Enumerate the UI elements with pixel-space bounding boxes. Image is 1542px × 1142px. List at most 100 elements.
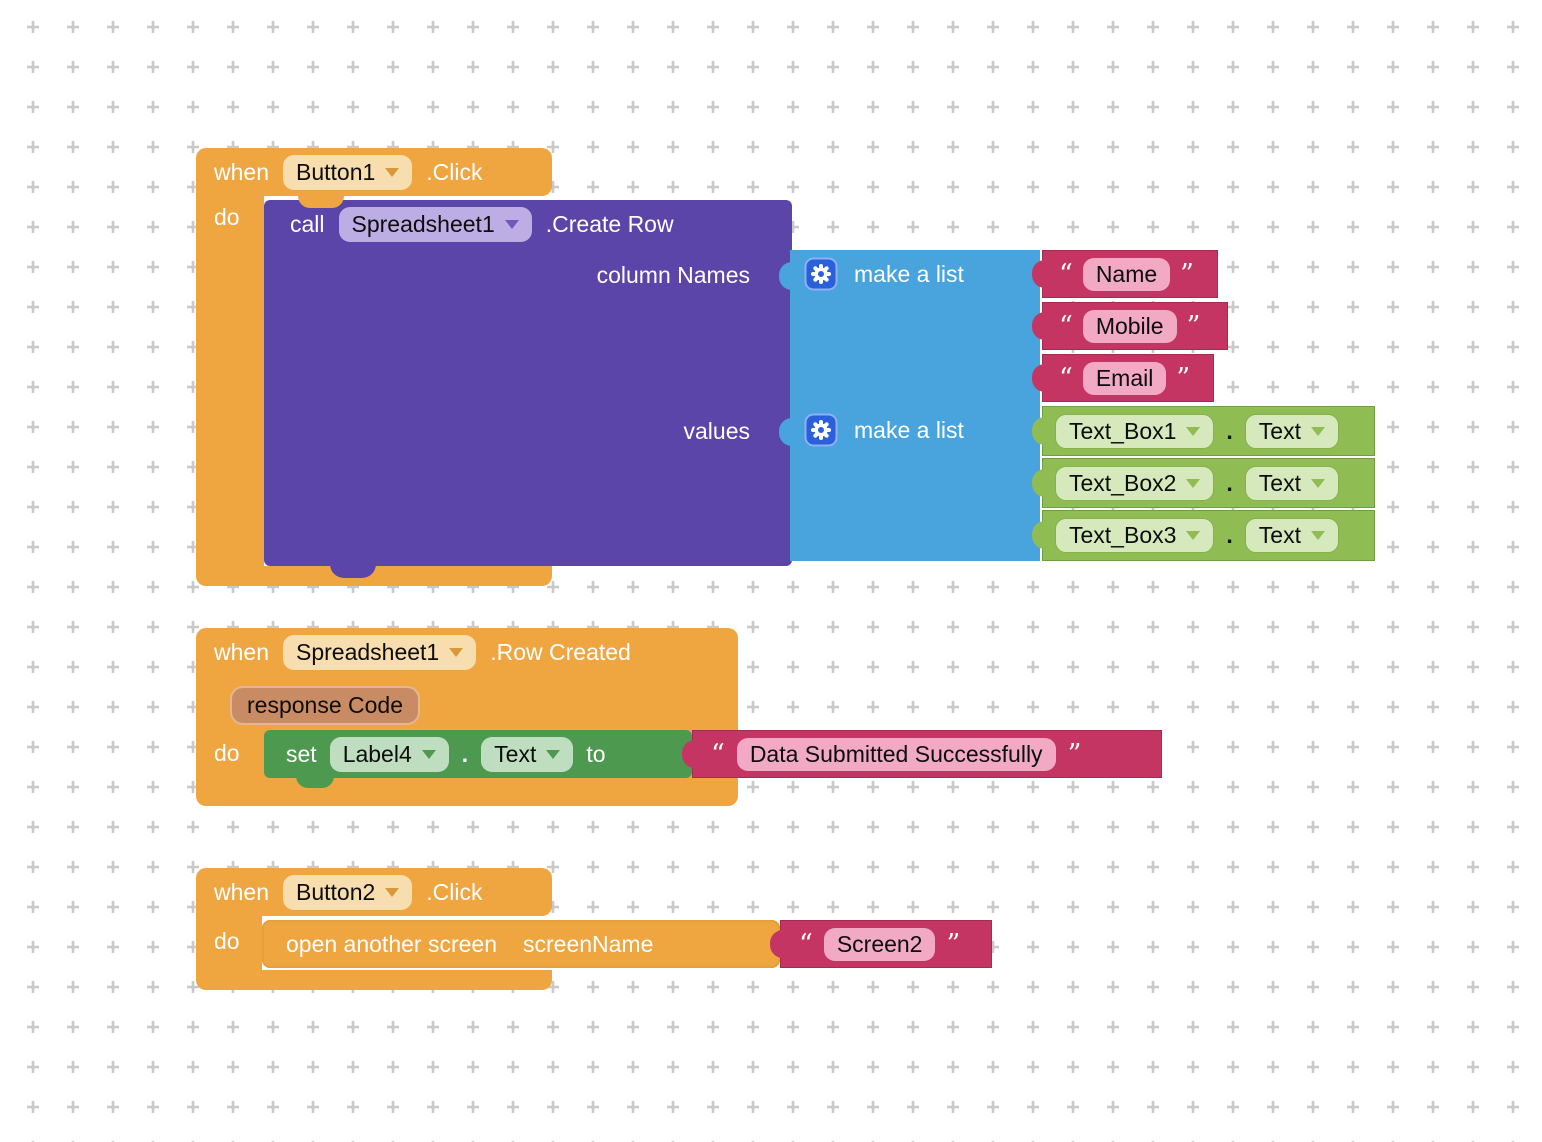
text-string-block-screen2[interactable]: “ Screen2 ”	[770, 920, 992, 968]
value-plug	[770, 930, 783, 958]
text-string-value: Data Submitted Successfully	[749, 740, 1043, 767]
when-label: when	[214, 158, 269, 185]
component-dropdown-label4[interactable]: Label4	[329, 736, 449, 772]
when-spreadsheet1-block-bottom	[196, 788, 738, 806]
getter-block-textbox1-text[interactable]: Text_Box1 . Text	[1032, 406, 1375, 456]
make-a-list-values-block[interactable]: make a list	[779, 406, 1040, 561]
open-quote: “	[1059, 258, 1073, 290]
component-dropdown-value: Spreadsheet1	[295, 638, 440, 665]
when-button2-do-slot: do	[196, 916, 262, 972]
open-another-screen-block[interactable]: open another screen screenName	[262, 920, 780, 968]
make-a-list-label: make a list	[854, 260, 964, 287]
dropdown-arrow-icon	[1186, 426, 1201, 436]
call-spreadsheet1-createrow-block[interactable]: call Spreadsheet1 .Create Row column Nam…	[264, 200, 792, 566]
text-string-value: Name	[1095, 260, 1158, 287]
getter-block-textbox2-text[interactable]: Text_Box2 . Text	[1032, 458, 1375, 508]
when-button1-do-slot: do	[196, 196, 264, 566]
property-dropdown-value: Text	[1258, 522, 1301, 548]
dropdown-arrow-icon	[1186, 478, 1201, 488]
property-dropdown-text[interactable]: Text	[1244, 518, 1339, 553]
text-string-field[interactable]: Screen2	[823, 927, 936, 961]
text-string-block-mobile[interactable]: “ Mobile ”	[1032, 302, 1228, 350]
value-plug	[1032, 521, 1045, 549]
text-string-block-name[interactable]: “ Name ”	[1032, 250, 1218, 298]
open-quote: “	[711, 738, 725, 770]
arg-label-values: values	[683, 418, 750, 444]
when-label: when	[214, 638, 269, 665]
set-label4-text-block[interactable]: set Label4 . Text to	[264, 730, 692, 778]
component-dropdown-textbox3[interactable]: Text_Box3	[1055, 518, 1215, 553]
mutator-gear-icon[interactable]	[804, 257, 838, 291]
dot-separator: .	[1226, 469, 1233, 496]
statement-connector-notch	[298, 196, 344, 208]
make-a-list-columns-block[interactable]: make a list	[779, 250, 1040, 406]
text-string-block-data-submitted[interactable]: “ Data Submitted Successfully ”	[682, 730, 1162, 778]
component-dropdown-spreadsheet1[interactable]: Spreadsheet1	[338, 206, 532, 242]
when-button2-click-block[interactable]: when Button2 .Click	[196, 868, 552, 916]
property-dropdown-text[interactable]: Text	[1244, 465, 1339, 501]
text-string-field[interactable]: Email	[1082, 361, 1167, 395]
statement-connector-notch	[330, 564, 376, 578]
event-param-response-code[interactable]: response Code	[230, 686, 420, 725]
dropdown-arrow-icon	[1310, 531, 1325, 540]
dropdown-arrow-icon	[504, 219, 519, 229]
property-dropdown-text[interactable]: Text	[481, 736, 574, 772]
when-button2-block-bottom	[196, 970, 552, 990]
statement-connector-notch	[296, 776, 334, 788]
do-label: do	[214, 928, 240, 954]
value-plug	[779, 262, 792, 290]
make-a-list-label: make a list	[854, 416, 964, 443]
component-dropdown-textbox2[interactable]: Text_Box2	[1055, 465, 1215, 501]
set-label: set	[286, 740, 317, 767]
close-quote: ”	[1180, 258, 1194, 290]
open-quote: “	[1059, 310, 1073, 342]
value-plug	[1032, 364, 1045, 392]
dot-separator: .	[1226, 417, 1233, 444]
getter-block-textbox3-text[interactable]: Text_Box3 . Text	[1032, 510, 1375, 561]
value-plug	[1032, 469, 1045, 497]
value-plug	[1032, 417, 1045, 445]
when-label: when	[214, 878, 269, 905]
text-string-field[interactable]: Mobile	[1082, 309, 1177, 343]
property-dropdown-value: Text	[1258, 469, 1301, 496]
component-dropdown-value: Button2	[295, 878, 376, 905]
text-string-field[interactable]: Name	[1082, 257, 1171, 291]
component-dropdown-value: Text_Box2	[1069, 469, 1177, 496]
when-button1-block-bottom	[196, 566, 552, 586]
close-quote: ”	[1186, 310, 1201, 342]
component-dropdown-button2[interactable]: Button2	[282, 874, 413, 910]
text-string-value: Mobile	[1095, 312, 1164, 339]
method-label: .Create Row	[545, 210, 674, 237]
call-label: call	[290, 210, 325, 237]
component-dropdown-value: Text_Box3	[1069, 522, 1177, 548]
property-dropdown-value: Text	[1258, 417, 1301, 444]
dot-separator: .	[461, 740, 469, 767]
value-plug	[682, 740, 695, 768]
open-quote: “	[1059, 362, 1073, 394]
when-spreadsheet1-rowcreated-block[interactable]: when Spreadsheet1 .Row Created response …	[196, 628, 738, 726]
component-dropdown-value: Button1	[295, 158, 376, 185]
when-button1-click-block[interactable]: when Button1 .Click	[196, 148, 552, 196]
text-string-block-email[interactable]: “ Email ”	[1032, 354, 1214, 402]
open-quote: “	[799, 928, 813, 960]
close-quote: ”	[946, 928, 961, 960]
close-quote: ”	[1176, 362, 1191, 394]
event-label: .Click	[426, 158, 483, 185]
component-dropdown-spreadsheet1[interactable]: Spreadsheet1	[282, 634, 477, 670]
text-string-value: Email	[1095, 364, 1154, 391]
component-dropdown-textbox1[interactable]: Text_Box1	[1055, 413, 1215, 449]
text-string-field[interactable]: Data Submitted Successfully	[736, 737, 1056, 771]
event-label: .Click	[426, 878, 483, 905]
dropdown-arrow-icon	[1310, 426, 1325, 436]
property-dropdown-text[interactable]: Text	[1244, 413, 1339, 449]
dropdown-arrow-icon	[1186, 531, 1201, 540]
dropdown-arrow-icon	[385, 167, 400, 177]
dropdown-arrow-icon	[421, 749, 436, 759]
do-label: do	[214, 740, 240, 766]
open-another-screen-label: open another screen	[286, 930, 497, 957]
arg-label-column-names: column Names	[596, 262, 750, 288]
component-dropdown-button1[interactable]: Button1	[282, 154, 413, 190]
component-dropdown-value: Text_Box1	[1069, 417, 1177, 444]
mutator-gear-icon[interactable]	[804, 413, 838, 447]
